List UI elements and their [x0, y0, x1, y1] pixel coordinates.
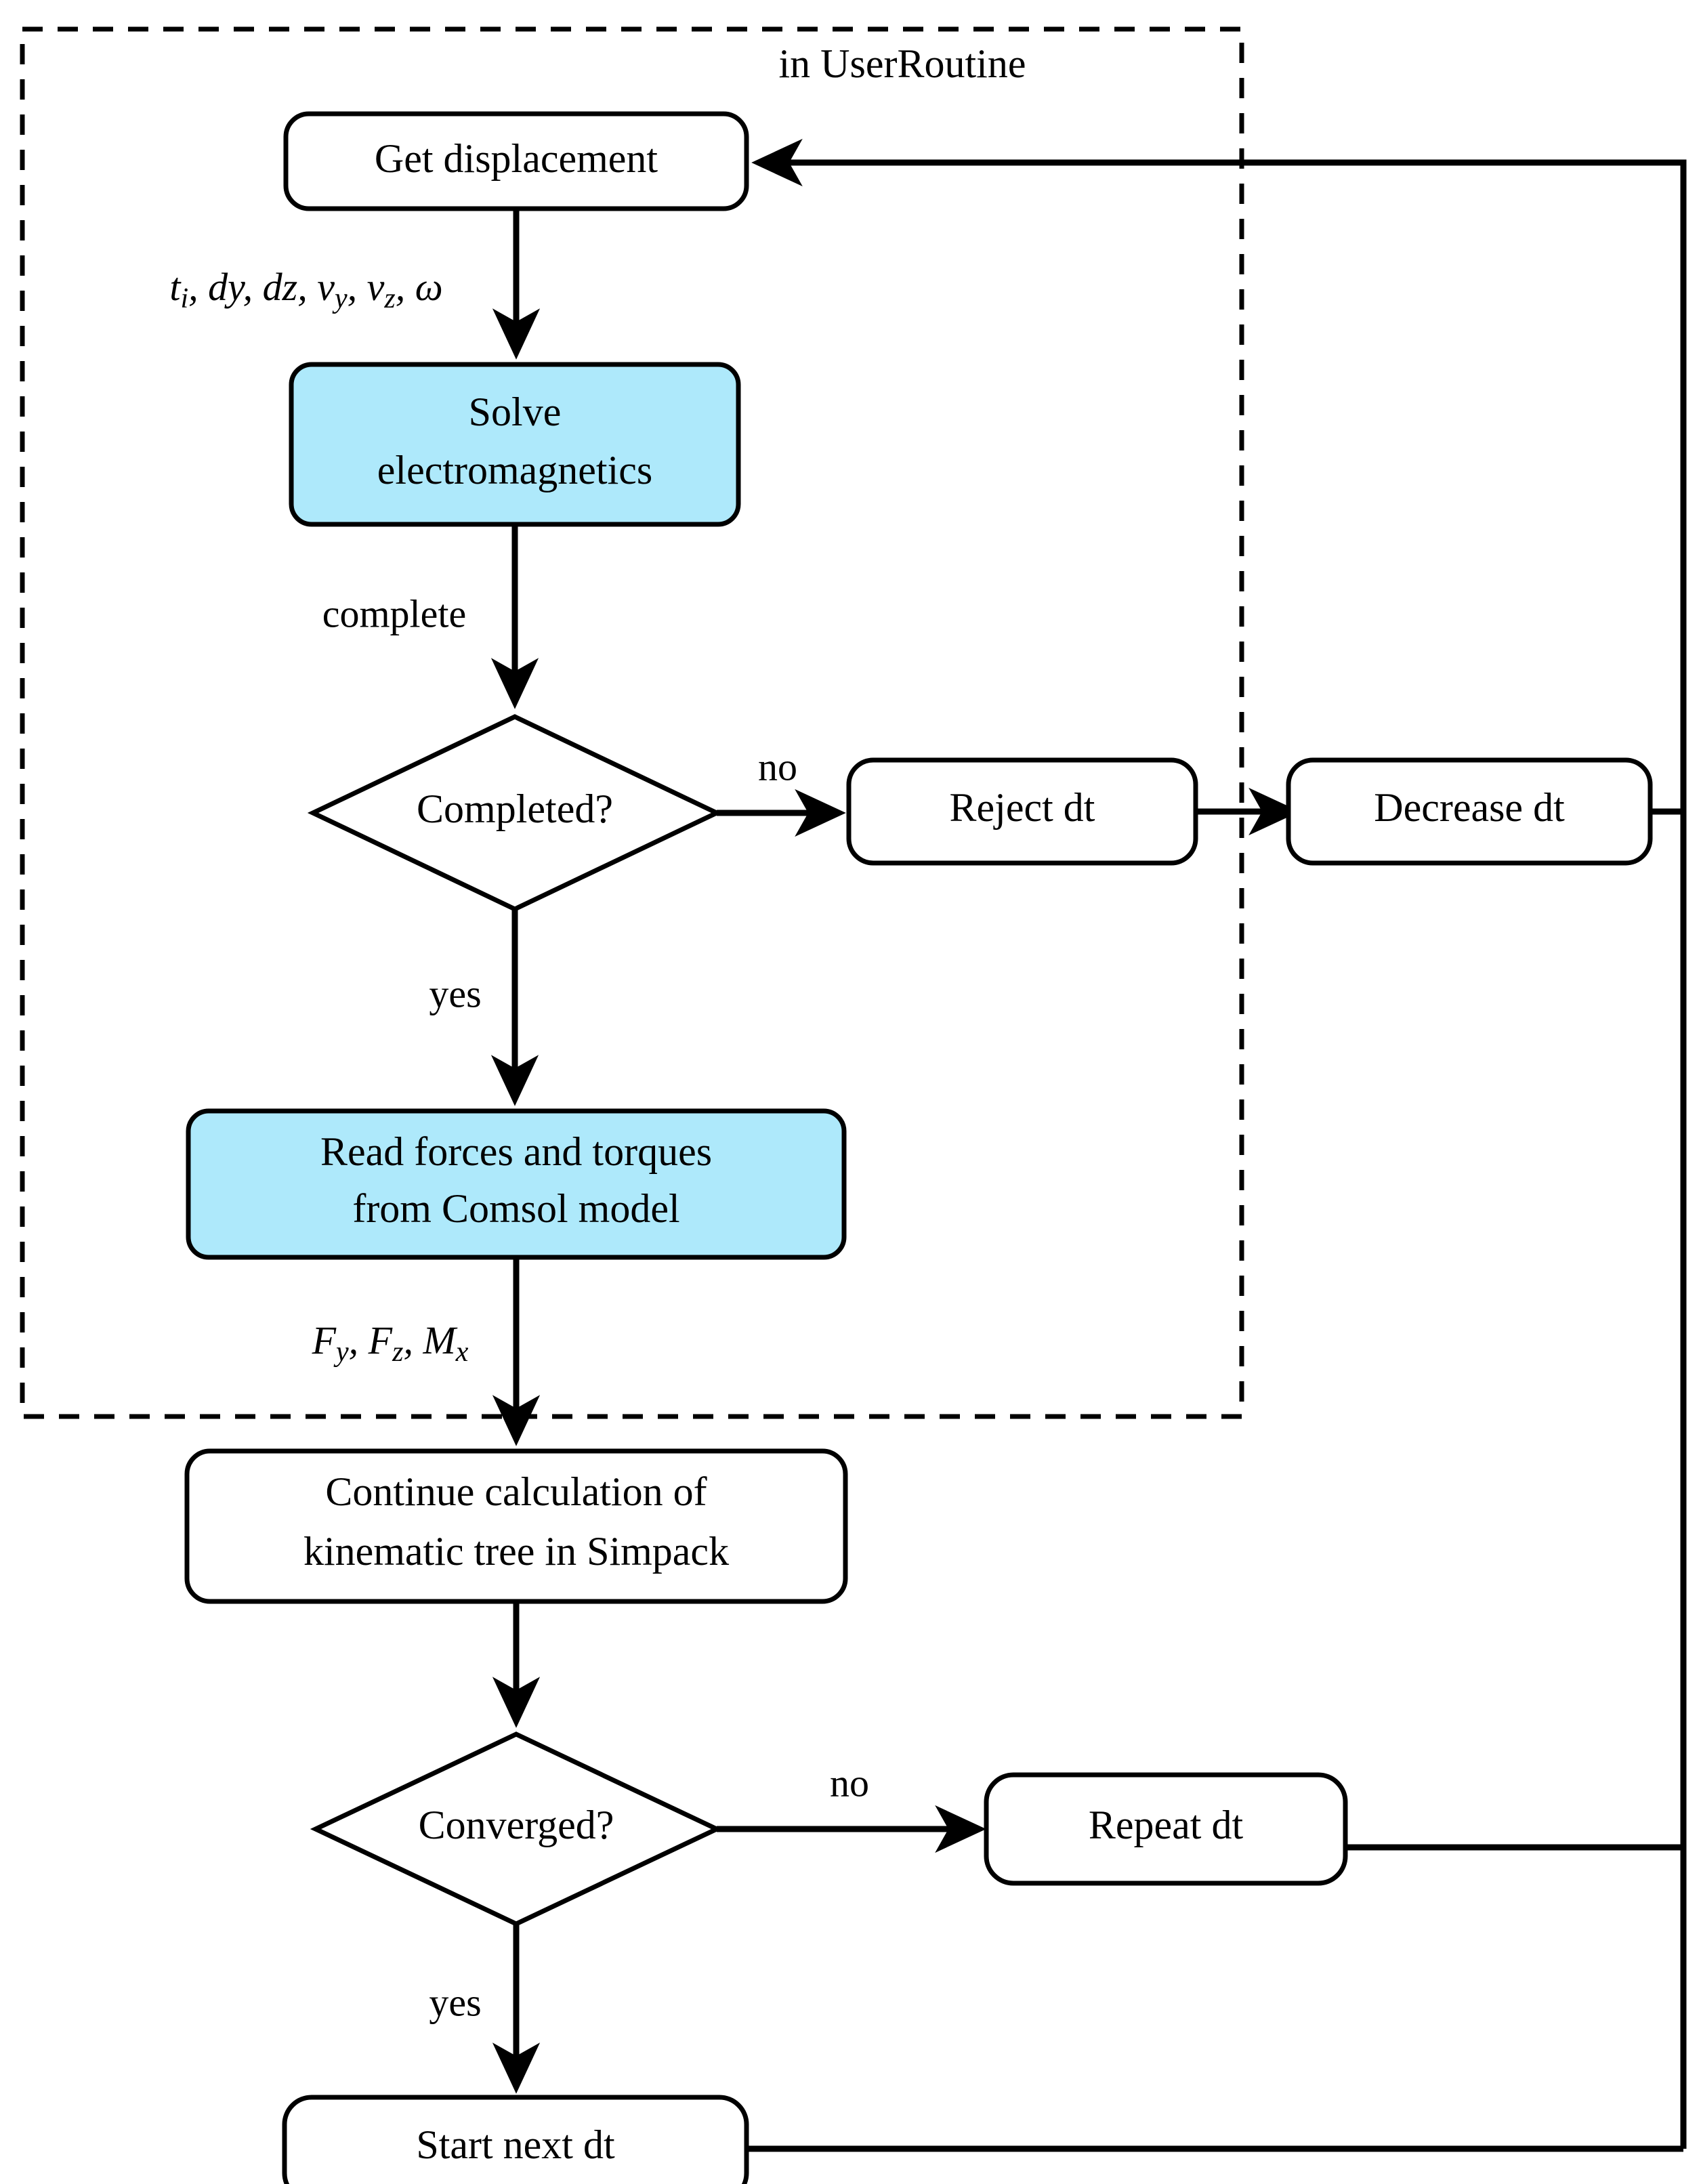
edge-label-completed-no: no — [758, 744, 797, 789]
node-decrease-dt-label: Decrease dt — [1374, 785, 1565, 830]
edge-label-converged-yes: yes — [429, 1980, 481, 2024]
node-read-forces-label-line2: from Comsol model — [352, 1186, 679, 1231]
node-continue-calculation-label-line1: Continue calculation of — [325, 1469, 707, 1514]
node-continue-calculation-label-line2: kinematic tree in Simpack — [303, 1529, 729, 1574]
edge-decrease-to-get-displacement — [751, 138, 1687, 815]
node-solve-electromagnetics-label-line2: electromagnetics — [377, 448, 652, 492]
node-reject-dt-label: Reject dt — [950, 785, 1095, 830]
edge-label-converged-no: no — [830, 1761, 869, 1805]
node-converged-decision-label: Converged? — [419, 1803, 614, 1847]
node-completed-decision-label: Completed? — [417, 786, 613, 831]
edge-label-forces-vars: Fy, Fz, Mx — [312, 1318, 469, 1367]
node-get-displacement-label: Get displacement — [375, 136, 658, 181]
node-solve-electromagnetics[interactable] — [289, 362, 741, 527]
user-routine-group-label: in UserRoutine — [779, 41, 1026, 86]
node-repeat-dt[interactable] — [984, 1772, 1348, 1886]
edge-label-displacement-vars: ti, dy, dz, vy, vz, ω — [169, 265, 442, 314]
node-solve-electromagnetics-label-line1: Solve — [469, 390, 562, 434]
node-repeat-dt-label: Repeat dt — [1089, 1803, 1244, 1847]
node-read-forces-label-line1: Read forces and torques — [320, 1129, 712, 1174]
user-routine-group-box — [20, 26, 1244, 1419]
node-start-next-dt-label: Start next dt — [416, 2122, 615, 2167]
edge-label-complete: complete — [322, 591, 467, 635]
edge-label-completed-yes: yes — [429, 971, 481, 1015]
